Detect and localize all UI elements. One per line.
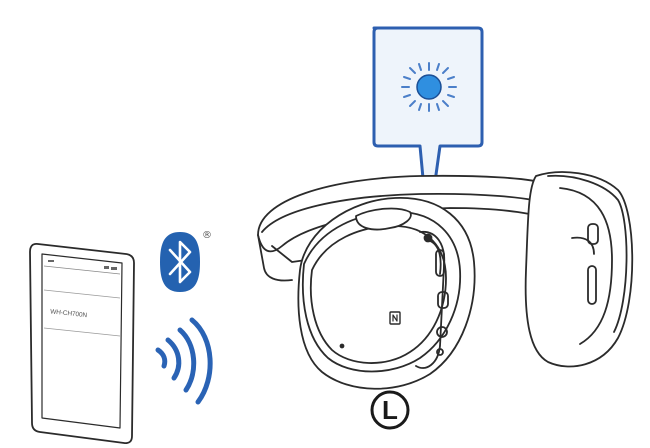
bluetooth-icon — [160, 232, 200, 292]
left-ear-cup — [297, 197, 476, 390]
nfc-mark-icon — [389, 311, 401, 325]
left-side-label: L — [382, 394, 398, 425]
left-side-marker-circle — [370, 390, 410, 430]
led-callout — [372, 26, 484, 234]
led-indicator — [416, 74, 442, 100]
bluetooth-trademark: ® — [202, 230, 212, 241]
phone-device — [29, 243, 135, 445]
right-ear-cup — [524, 171, 634, 368]
led-blink-icon — [401, 62, 457, 112]
headphones — [257, 171, 634, 390]
wireless-waves-icon — [155, 317, 213, 405]
